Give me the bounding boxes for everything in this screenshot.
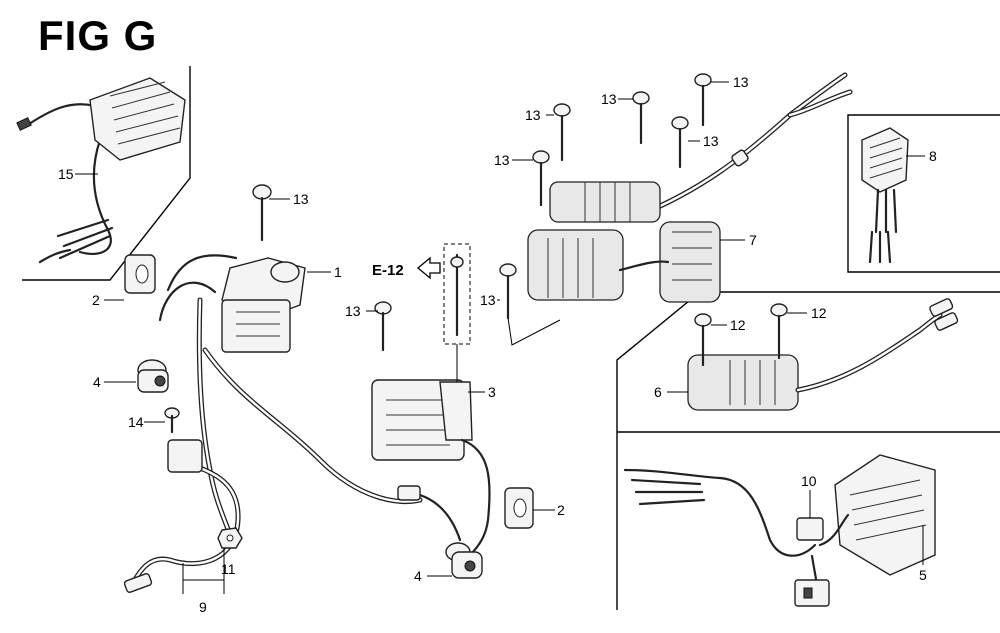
callout-7: 7 xyxy=(749,232,757,248)
callout-15: 15 xyxy=(58,166,74,182)
charge-coil-6 xyxy=(687,298,959,411)
callout-13-coil-b: 13 xyxy=(494,152,510,168)
screw-14 xyxy=(164,407,180,434)
callout-10: 10 xyxy=(801,473,817,489)
bolt-13-coil-e xyxy=(671,116,689,169)
leader-lines xyxy=(75,81,925,594)
callout-5: 5 xyxy=(919,567,927,583)
reference-dashed-box xyxy=(443,243,471,382)
callout-13-coil-f: 13 xyxy=(480,292,496,308)
bolt-13-coil-c xyxy=(632,91,650,145)
callout-2-right: 2 xyxy=(557,502,565,518)
connector-10 xyxy=(794,517,830,607)
reference-e12: E-12 xyxy=(372,262,404,279)
reference-arrow-icon xyxy=(416,256,441,280)
callout-14: 14 xyxy=(128,414,144,430)
bolt-13-middle xyxy=(374,301,392,352)
callout-13-middle: 13 xyxy=(345,303,361,319)
nut-11 xyxy=(217,527,243,549)
figure-title: FIG G xyxy=(38,12,158,59)
callout-1: 1 xyxy=(334,264,342,280)
charge-coil-7 xyxy=(527,72,853,303)
callout-13-coil-e: 13 xyxy=(703,133,719,149)
regulator-5 xyxy=(623,454,936,592)
grommet-2-left xyxy=(124,254,156,294)
grommet-2-right xyxy=(504,487,534,529)
callout-11: 11 xyxy=(221,561,236,577)
bolt-13-coil-d xyxy=(694,73,712,127)
bolt-13-coil-b xyxy=(532,150,550,207)
callout-4-left: 4 xyxy=(93,374,101,390)
bolt-13-coil-f xyxy=(499,263,517,320)
callout-13-coil-a: 13 xyxy=(525,107,541,123)
callout-9: 9 xyxy=(199,599,207,615)
callout-13-coil-c: 13 xyxy=(601,91,617,107)
ignition-coil-1 xyxy=(158,254,306,353)
callout-4-bottom: 4 xyxy=(414,568,422,584)
bolt-13-top-center xyxy=(252,184,272,242)
callout-6: 6 xyxy=(654,384,662,400)
bolt-12-b xyxy=(770,303,788,360)
wire-harness-9 xyxy=(123,297,423,593)
ignition-coil-3 xyxy=(371,379,491,557)
connector-4-bottom xyxy=(445,542,483,579)
callout-13-top-center: 13 xyxy=(293,191,309,207)
callout-8: 8 xyxy=(929,148,937,164)
callout-2-left: 2 xyxy=(92,292,100,308)
inset-frame-top-left xyxy=(22,66,191,281)
regulator-8 xyxy=(861,127,909,264)
inset-frame-right-main xyxy=(616,291,1000,610)
callout-3: 3 xyxy=(488,384,496,400)
callout-12-a: 12 xyxy=(730,317,746,333)
callout-12-b: 12 xyxy=(811,305,827,321)
connector-4-left xyxy=(137,359,169,393)
inset-frame-right-top xyxy=(847,114,1000,273)
regulator-15 xyxy=(16,77,186,264)
callout-13-coil-d: 13 xyxy=(733,74,749,90)
bolt-13-coil-a xyxy=(553,103,571,162)
bolt-12-a xyxy=(694,313,712,367)
